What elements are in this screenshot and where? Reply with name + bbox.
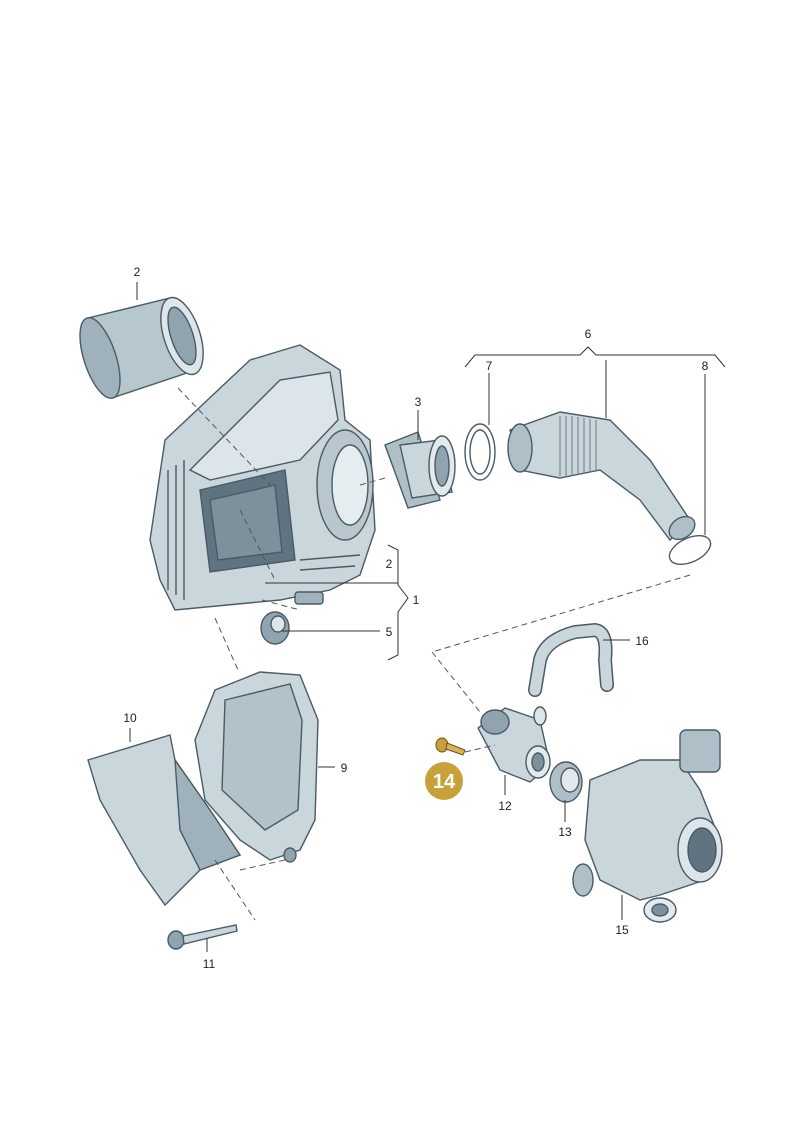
label-5: 5 [386, 625, 393, 639]
assembly-lines [177, 387, 691, 921]
part-8-clamp[interactable] [665, 530, 715, 570]
part-15-turbo-housing[interactable] [572, 729, 723, 923]
label-2-top: 2 [134, 265, 141, 279]
badge-circle [425, 762, 463, 800]
label-7: 7 [486, 359, 493, 373]
label-1: 1 [413, 593, 420, 607]
badge-number: 14 [433, 771, 456, 793]
label-11: 11 [203, 957, 216, 971]
label-2-right: 2 [386, 557, 393, 571]
label-12: 12 [498, 799, 512, 813]
part-14-bolt[interactable] [435, 737, 466, 756]
highlight-badge-14[interactable]: 14 [425, 762, 463, 800]
label-8: 8 [702, 359, 709, 373]
label-16: 16 [635, 634, 649, 648]
label-13: 13 [558, 825, 572, 839]
part-2-sleeve[interactable] [72, 292, 212, 402]
label-10: 10 [123, 711, 137, 725]
part-3-flange-connector[interactable] [384, 431, 456, 509]
label-15: 15 [615, 923, 629, 937]
label-6: 6 [585, 327, 592, 341]
part-9-air-duct[interactable] [194, 671, 319, 863]
part-labels: 2 2 1 5 3 6 7 8 16 9 10 11 12 13 15 [123, 265, 708, 971]
part-11-bolt[interactable] [167, 924, 238, 950]
label-3: 3 [415, 395, 422, 409]
part-5-grommet[interactable] [260, 611, 290, 645]
part-10-deflector-plate[interactable] [87, 734, 242, 907]
part-12-connection-piece[interactable] [477, 706, 551, 783]
part-16-breather-pipe[interactable] [528, 622, 614, 697]
leader-lines [129, 282, 726, 952]
part-1-air-filter-housing[interactable] [149, 344, 376, 611]
part-7-hose-clamp[interactable] [464, 423, 496, 481]
label-9: 9 [341, 761, 348, 775]
part-13-sealing-ring[interactable] [549, 761, 583, 803]
part-6-intake-hose[interactable] [507, 411, 699, 544]
